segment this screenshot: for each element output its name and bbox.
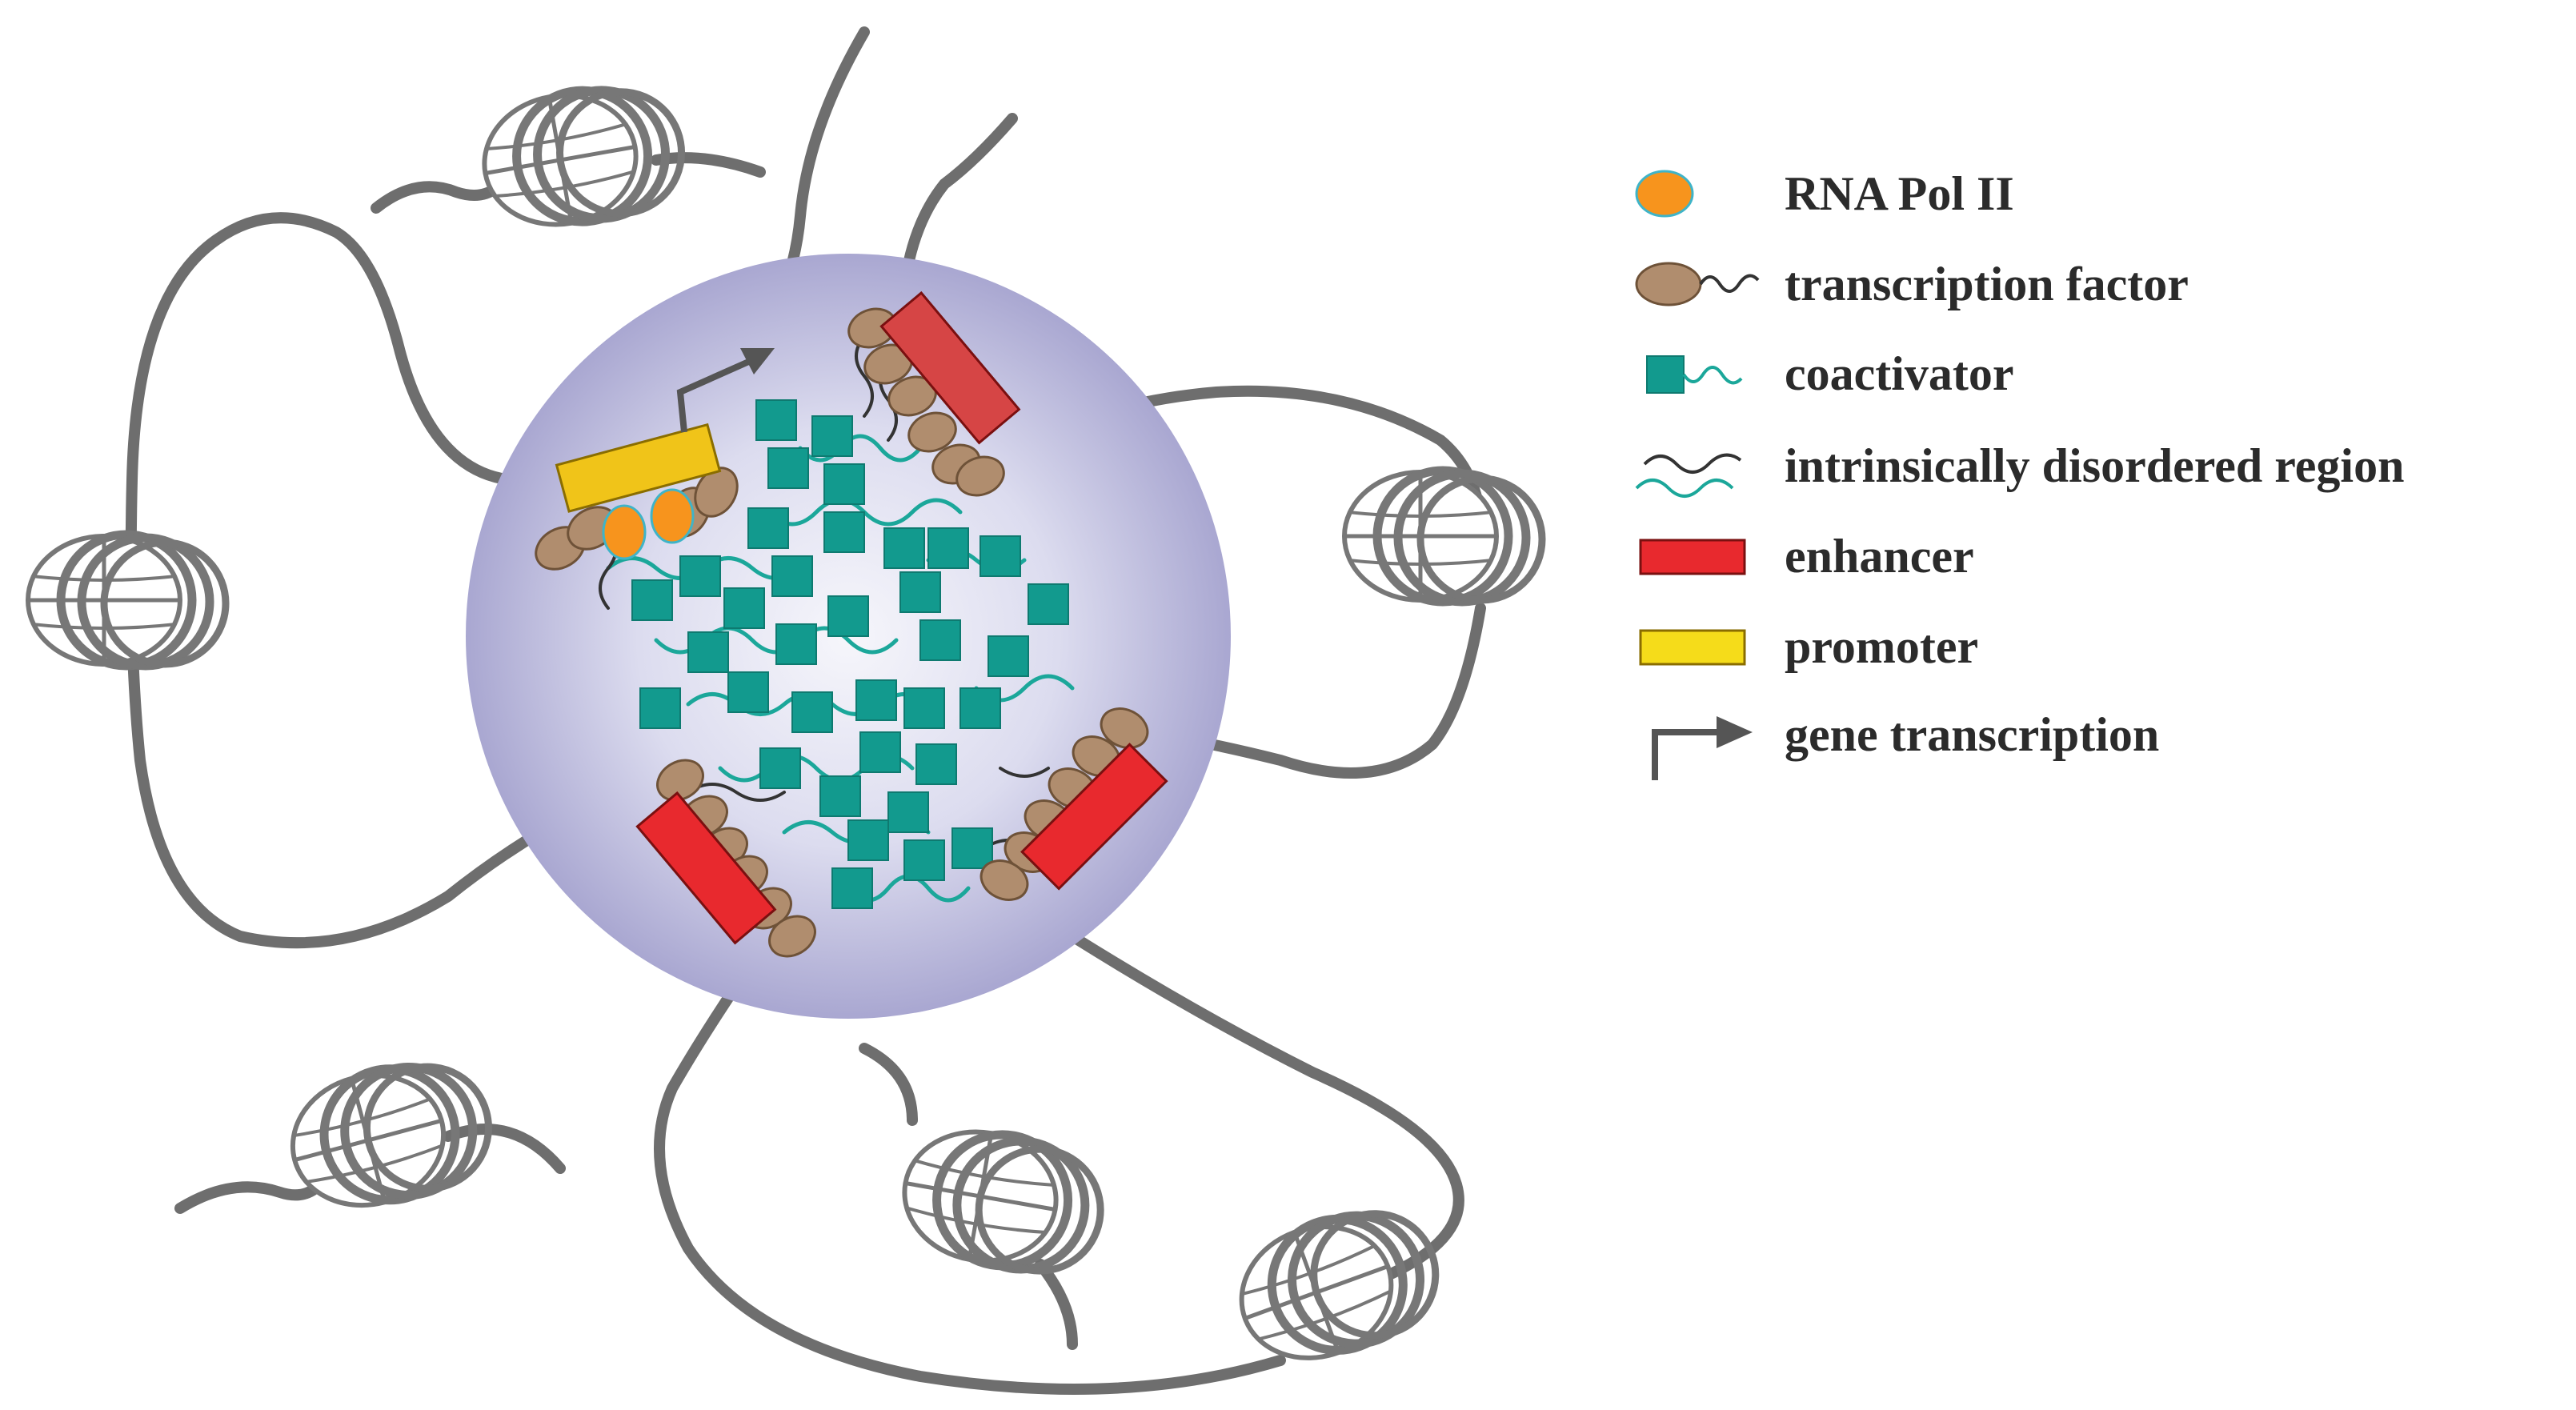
red-bar-icon — [1639, 539, 1746, 575]
legend-label: enhancer — [1785, 530, 1974, 583]
coactivator — [827, 595, 869, 637]
coactivator — [951, 827, 993, 869]
legend-label: transcription factor — [1785, 258, 2189, 310]
dna-strand — [1035, 1259, 1078, 1350]
transcription-factor — [1100, 707, 1149, 749]
enhancer-region — [879, 290, 1021, 445]
coactivator — [823, 463, 865, 505]
coactivator — [903, 687, 945, 729]
transcription-factor — [980, 859, 1029, 901]
gene-transcription-arrow — [676, 348, 775, 433]
coactivator — [639, 687, 681, 729]
dna-strand — [654, 951, 1286, 1395]
coactivator — [959, 687, 1001, 729]
coactivator — [823, 511, 865, 553]
coactivator — [811, 415, 853, 457]
transcription-factor — [955, 455, 1005, 497]
dna-strand — [899, 113, 1018, 294]
nucleosome — [1344, 471, 1542, 602]
legend-label: coactivator — [1785, 347, 2014, 400]
coactivator — [855, 679, 897, 721]
coactivator — [687, 631, 729, 673]
coactivator — [980, 535, 1021, 577]
coactivator — [847, 819, 889, 861]
legend-item-idr: intrinsically disordered region — [1635, 439, 2404, 498]
rna-pol-ii — [602, 504, 647, 560]
coactivator — [747, 507, 789, 549]
teal-square-tail-icon — [1646, 355, 1743, 394]
legend-label: intrinsically disordered region — [1785, 439, 2404, 492]
legend-item-transcription-factor: transcription factor — [1635, 258, 2189, 310]
coactivator — [819, 775, 861, 817]
coactivator — [775, 623, 817, 665]
nucleosome — [28, 535, 226, 666]
orange-ellipse-icon — [1635, 170, 1694, 218]
coactivator — [883, 527, 925, 569]
dna-strand — [1163, 603, 1486, 779]
coactivator — [887, 791, 929, 833]
transcription-factor — [907, 411, 957, 453]
coactivator — [831, 867, 873, 909]
coactivator — [679, 555, 721, 597]
transcription-factor — [768, 915, 816, 958]
coactivator — [759, 747, 801, 789]
dna-strand — [174, 1179, 326, 1214]
coactivator — [899, 571, 941, 613]
brown-ellipse-tail-icon — [1635, 262, 1760, 306]
legend-item-gene-transcription: gene transcription — [1652, 708, 2159, 780]
nucleosome — [894, 1119, 1112, 1282]
coactivator — [791, 691, 833, 733]
dna-strand — [1067, 931, 1464, 1286]
coactivator — [631, 579, 673, 621]
coactivator — [927, 527, 969, 569]
coactivator — [727, 671, 769, 713]
enhancers — [635, 290, 1168, 945]
coactivator — [723, 587, 765, 629]
legend-item-enhancer: enhancer — [1639, 530, 1974, 583]
legend-item-coactivator: coactivator — [1646, 347, 2014, 400]
wavy-lines-icon — [1635, 453, 1742, 498]
coactivator — [771, 555, 813, 597]
dna-strand — [443, 1124, 566, 1174]
enhancer-region — [635, 791, 777, 945]
rna-pol-ii-group — [602, 488, 695, 560]
nucleosome — [1223, 1189, 1453, 1380]
coactivator — [755, 399, 797, 441]
legend-item-rna-pol-ii: RNA Pol II — [1635, 167, 2014, 220]
yellow-bar-icon — [1639, 629, 1746, 666]
legend: RNA Pol II transcription factor coactiva… — [1635, 167, 2404, 780]
dna-strand — [651, 152, 766, 178]
coactivator — [919, 619, 961, 661]
coactivator — [859, 731, 901, 773]
coactivator — [767, 447, 809, 489]
coactivator — [903, 839, 945, 881]
legend-item-promoter: promoter — [1639, 620, 1978, 673]
dna-strand — [371, 181, 502, 214]
promoter-region — [555, 423, 722, 513]
bent-arrow-icon — [1652, 716, 1753, 780]
rna-pol-ii — [650, 488, 695, 544]
transcription-factor — [694, 467, 739, 518]
transcription-factor — [656, 759, 704, 802]
coactivators — [631, 399, 1069, 909]
enhancer-region — [1020, 743, 1168, 891]
coactivator — [915, 743, 957, 785]
coactivator — [988, 635, 1029, 677]
legend-label: gene transcription — [1785, 708, 2159, 761]
coactivator — [1028, 583, 1069, 625]
dna-strand — [859, 1043, 918, 1126]
legend-label: RNA Pol II — [1785, 167, 2014, 220]
legend-label: promoter — [1785, 620, 1978, 673]
